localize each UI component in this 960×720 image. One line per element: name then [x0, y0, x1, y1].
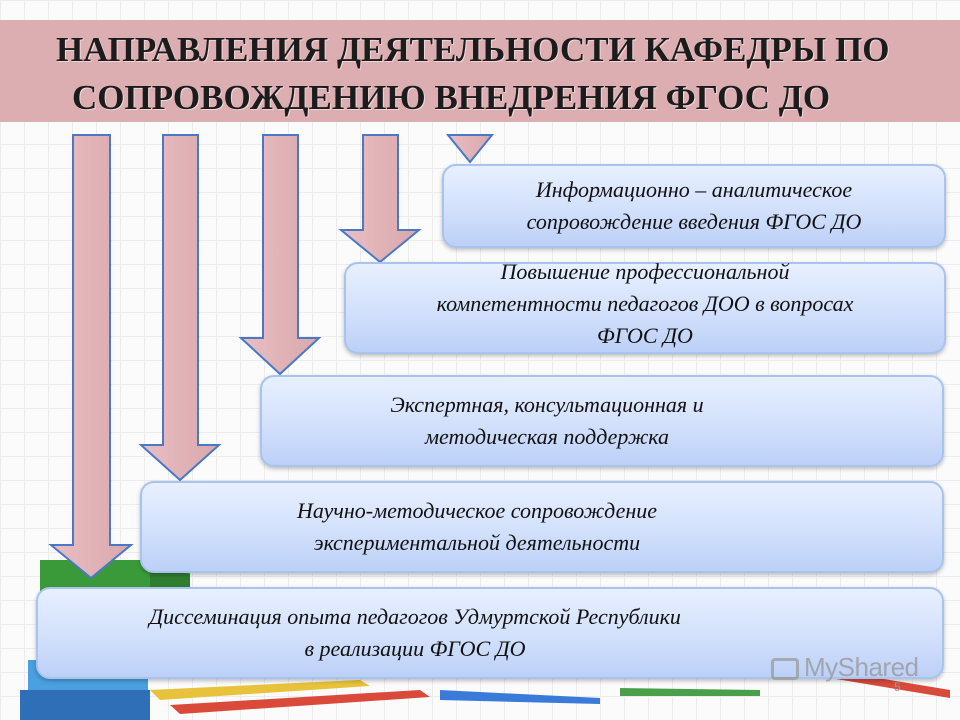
box-5-line-1: Диссеминация опыта педагогов Удмуртской …	[149, 604, 681, 629]
box-info-analytic: Информационно – аналитическое сопровожде…	[442, 164, 946, 248]
box-2-line-3: ФГОС ДО	[597, 323, 693, 348]
watermark-text: MyShared	[804, 652, 919, 682]
arrow-4-icon	[338, 134, 422, 264]
arrow-3-icon	[238, 134, 322, 376]
box-scientific-support: Научно-методическое сопровождение экспер…	[140, 481, 944, 573]
box-professional-competence: Повышение профессиональной компетентност…	[344, 259, 946, 354]
arrow-1-icon	[48, 134, 134, 580]
arrow-2-icon	[138, 134, 222, 482]
box-3-line-1: Экспертная, консультационная и	[390, 392, 704, 417]
watermark-logo-icon	[771, 658, 799, 680]
box-3-line-2: методическая поддержка	[424, 424, 670, 449]
box-4-line-1: Научно-методическое сопровождение	[296, 498, 658, 523]
title-line-2: СОПРОВОЖДЕНИЮ ВНЕДРЕНИЯ ФГОС ДО	[72, 78, 831, 117]
box-2-line-1: Повышение профессиональной	[500, 259, 790, 284]
box-dissemination: Диссеминация опыта педагогов Удмуртской …	[36, 587, 944, 679]
page-number: 5	[894, 680, 901, 694]
title-band	[0, 20, 960, 122]
box-4-line-2: экспериментальной деятельности	[313, 530, 641, 555]
pencils-icon	[150, 670, 950, 714]
box-1-line-2: сопровождение введения ФГОС ДО	[526, 209, 862, 234]
box-expert-support: Экспертная, консультационная и методичес…	[260, 375, 944, 467]
arrow-5-icon	[445, 134, 495, 164]
page-title: НАПРАВЛЕНИЯ ДЕЯТЕЛЬНОСТИ КАФЕДРЫ ПО СОПР…	[0, 26, 960, 122]
box-5-line-2: в реализации ФГОС ДО	[304, 636, 526, 661]
box-2-line-2: компетентности педагогов ДОО в вопросах	[436, 291, 854, 316]
watermark: MyShared	[772, 652, 919, 683]
title-line-1: НАПРАВЛЕНИЯ ДЕЯТЕЛЬНОСТИ КАФЕДРЫ ПО	[56, 30, 890, 69]
box-1-line-1: Информационно – аналитическое	[535, 177, 853, 202]
